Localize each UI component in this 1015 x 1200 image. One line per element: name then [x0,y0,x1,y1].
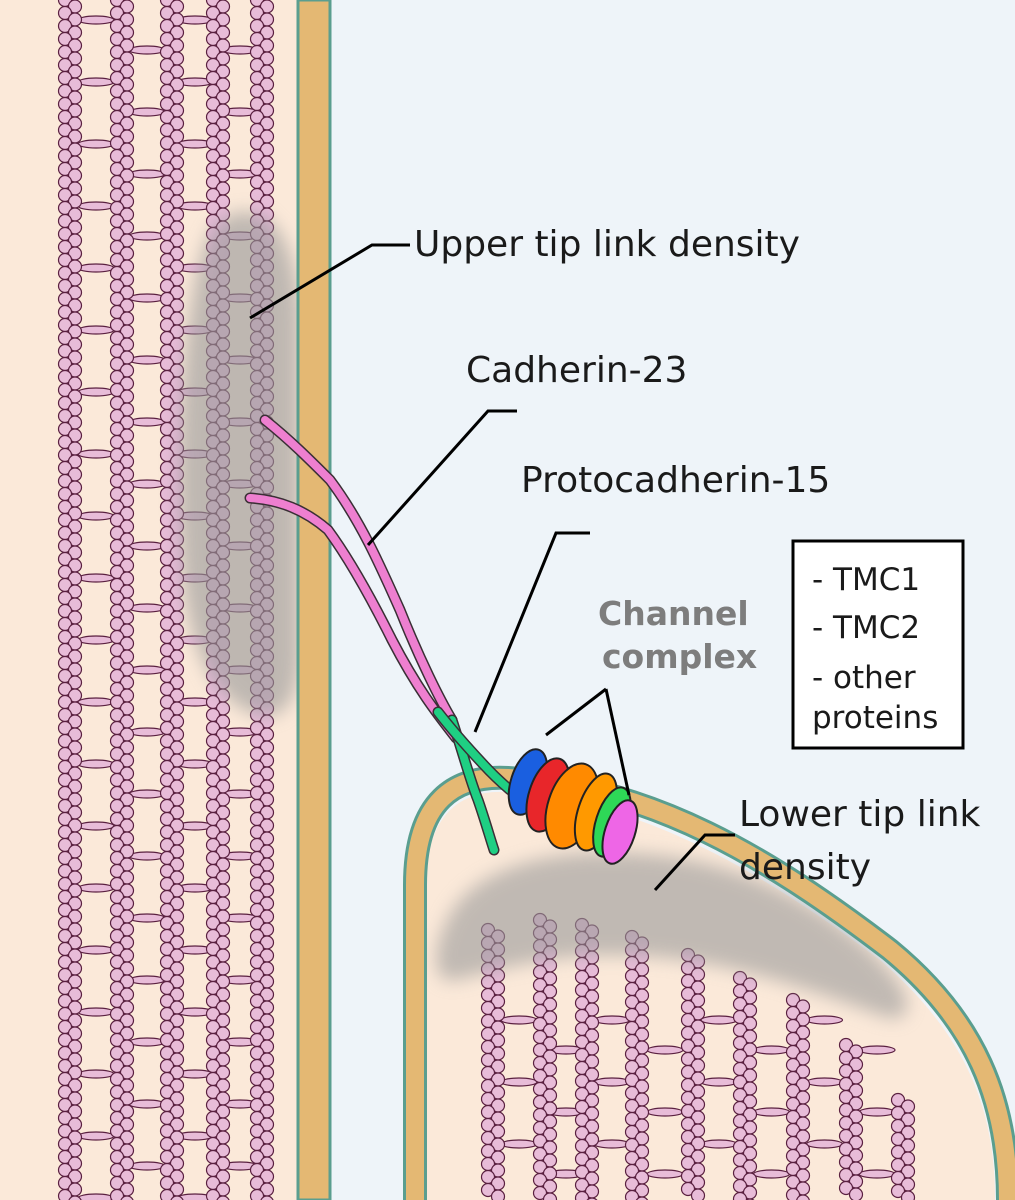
label-channel: Channel [598,594,749,633]
label-cadherin-23: Cadherin-23 [466,350,687,391]
label-protocadherin-15: Protocadherin-15 [521,460,830,501]
label-density: density [739,847,871,888]
upper-membrane [298,0,330,1200]
actin-filament-lower-9 [892,1094,915,1200]
box-item-other: - other [812,660,916,696]
label-upper-tip-link-density: Upper tip link density [414,224,800,265]
actin-filament-upper-3 [161,0,184,1200]
box-item-tmc1: - TMC1 [812,562,920,598]
actin-filament-lower-6 [734,972,757,1200]
label-lower-tip-link: Lower tip link [739,794,981,835]
upper-tip-link-density [178,212,300,716]
actin-filament-lower-4 [626,931,649,1200]
actin-filament-upper-1 [59,0,82,1200]
actin-filament-lower-5 [682,949,705,1200]
actin-filament-lower-3 [576,919,599,1200]
box-item-proteins: proteins [812,700,938,736]
actin-filament-lower-8 [840,1039,863,1200]
channel-protein-box: - TMC1 - TMC2 - other proteins [793,541,963,748]
label-complex: complex [602,637,757,676]
actin-filament-upper-2 [111,0,134,1200]
box-item-tmc2: - TMC2 [812,610,920,646]
